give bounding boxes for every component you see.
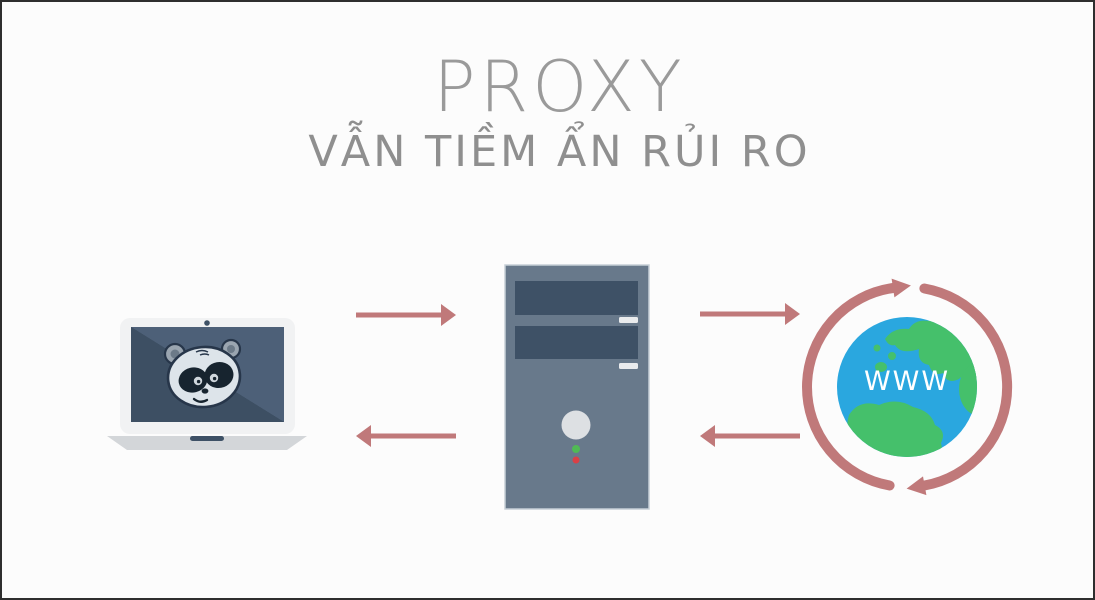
arrow-proxy-to-internet-icon [700,303,800,325]
green-led-icon [572,445,580,453]
internet-globe-group [802,278,1013,496]
drive-bay-2 [515,326,638,359]
eject-button-2 [619,363,638,369]
www-label: WWW [863,366,951,397]
laptop-notch [190,436,224,441]
arrow-proxy-to-client-icon [356,425,456,447]
red-led-icon [572,456,580,464]
webcam-icon [204,320,210,326]
eject-button-1 [619,317,638,323]
drive-bay-1 [515,281,638,315]
laptop-base [107,436,307,450]
page-title: PROXY [433,46,686,128]
panda-icon [163,338,242,409]
arrow-internet-to-proxy-icon [700,425,800,447]
server-tower-icon [504,264,650,510]
globe-icon [837,317,977,457]
laptop-icon [107,318,307,450]
arrow-client-to-proxy-icon [356,304,456,326]
page-subtitle: VẪN TIỀM ẨN RỦI RO [308,127,811,177]
power-button-icon [561,410,591,440]
sync-arrows-icon [802,278,1013,496]
